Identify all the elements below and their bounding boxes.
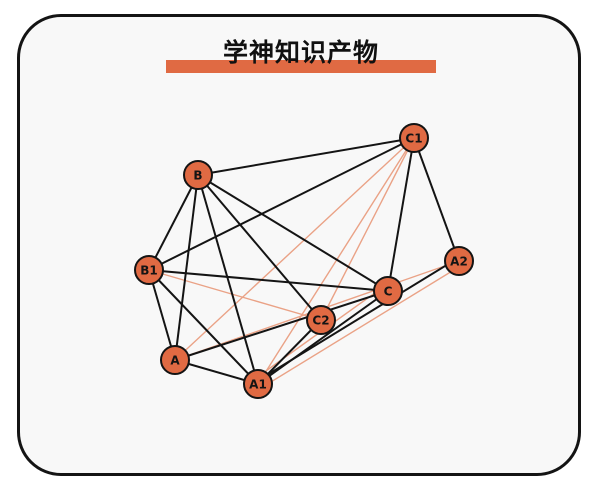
node-circle-A1 (243, 369, 273, 399)
edge-C1-A2 (413, 137, 460, 262)
edge-B-A1 (197, 174, 259, 385)
edge-B1-C2-weak (148, 269, 322, 321)
node-circle-A (160, 345, 190, 375)
node-B1: B1 (134, 255, 164, 285)
edge-B-C (197, 174, 389, 292)
edge-B-A (174, 174, 199, 361)
edge-C-A (174, 290, 389, 361)
edge-C1-C2-weak (320, 137, 415, 321)
edge-B1-A (148, 269, 176, 361)
edge-C-A1 (257, 290, 389, 385)
node-label-B1: B1 (140, 264, 158, 278)
node-B: B (183, 160, 213, 190)
node-label-C: C (384, 285, 393, 299)
node-label-A1: A1 (249, 378, 267, 392)
edge-B-C2 (197, 174, 322, 321)
edge-B-C1 (197, 137, 415, 176)
strong-edges-layer (148, 137, 460, 385)
node-label-A2: A2 (450, 255, 468, 269)
edge-A2-A1 (255, 257, 458, 383)
node-A2: A2 (444, 246, 474, 276)
node-circle-C1 (399, 123, 429, 153)
edge-C1-C (387, 137, 415, 292)
node-circle-B (183, 160, 213, 190)
node-circle-C (373, 276, 403, 306)
edge-B1-A1 (148, 269, 259, 385)
edge-B1-C (148, 269, 389, 292)
node-C2: C2 (306, 305, 336, 335)
edge-A2-A1-weak (260, 264, 462, 389)
edge-C1-B1 (148, 137, 415, 271)
edge-B-B1 (148, 174, 199, 271)
node-circle-B1 (134, 255, 164, 285)
node-C1: C1 (399, 123, 429, 153)
edge-C1-A1-weak (257, 137, 415, 385)
node-label-C2: C2 (312, 314, 329, 328)
node-A1: A1 (243, 369, 273, 399)
title-underline-bar (166, 60, 436, 73)
node-label-B: B (193, 169, 202, 183)
node-circle-A2 (444, 246, 474, 276)
node-A: A (160, 345, 190, 375)
page-title: 学神知识产物 (222, 38, 379, 67)
node-circle-C2 (306, 305, 336, 335)
edge-C1-A-weak (174, 137, 415, 361)
node-label-C1: C1 (405, 132, 422, 146)
node-C: C (373, 276, 403, 306)
node-label-A: A (170, 354, 180, 368)
